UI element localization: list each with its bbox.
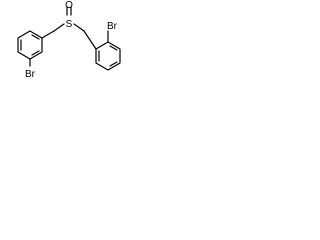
left-bromine-label: Br: [25, 69, 36, 80]
right-bromine-label: Br: [107, 21, 118, 32]
right-ring-double-bond-2: [109, 61, 118, 67]
left-ring-double-bond-2: [31, 50, 40, 56]
left-ch2-to-sulfur-bond: [53, 23, 65, 32]
sulfur-label: S: [66, 19, 73, 30]
left-ring-to-ch2-bond: [41, 30, 55, 39]
molecule-diagram: O S Br Br: [17, 0, 121, 80]
left-ring-double-bond-1: [31, 34, 40, 40]
right-ring-double-bond-1: [109, 45, 118, 51]
structure-canvas: O S Br Br: [0, 0, 140, 82]
right-ch2-to-ring-bond: [83, 30, 97, 50]
right-benzene-ring: [95, 41, 121, 71]
left-benzene-ring: [17, 30, 43, 60]
sulfur-to-right-ch2-bond: [73, 23, 85, 32]
oxygen-label: O: [65, 0, 73, 11]
